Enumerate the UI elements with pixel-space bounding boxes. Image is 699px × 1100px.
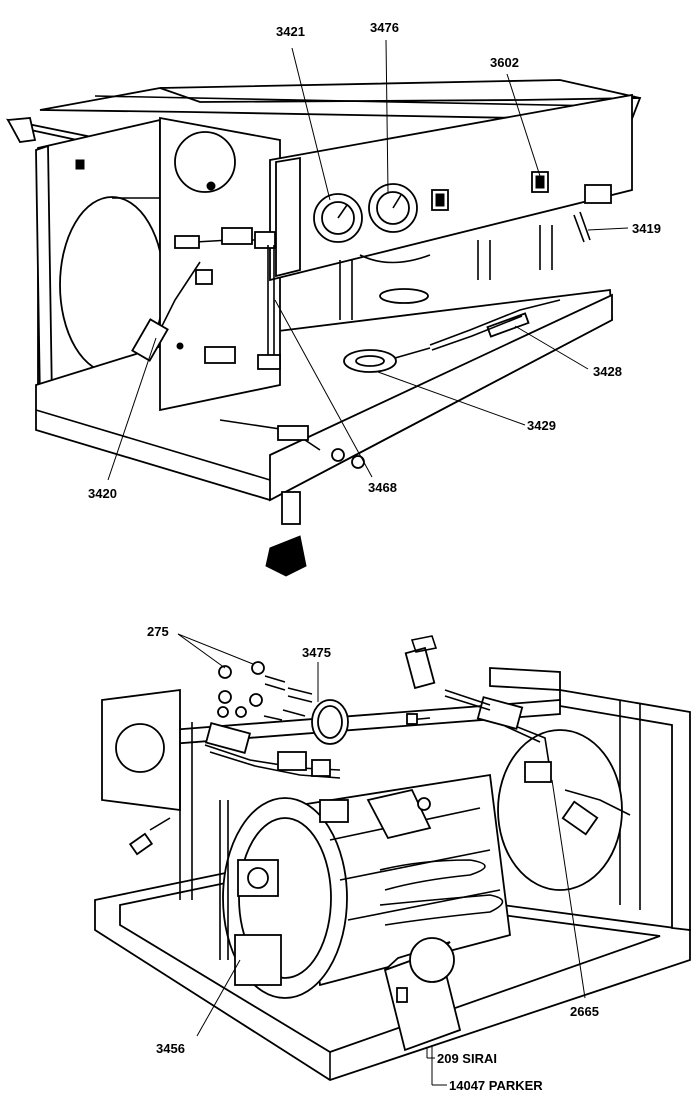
- top-leader-lines: [107, 39, 629, 481]
- callout-3429: 3429: [527, 418, 556, 433]
- callout-3421: 3421: [276, 24, 305, 39]
- bottom-machine-frame: [94, 635, 691, 1081]
- callout-14047-parker: 14047 PARKER: [449, 1078, 543, 1093]
- callout-3456: 3456: [156, 1041, 185, 1056]
- callout-3602: 3602: [490, 55, 519, 70]
- bottom-callout-labels: 275 3475 2665 3456 209 SIRAI 14047 PARKE…: [147, 624, 599, 1093]
- callout-3420: 3420: [88, 486, 117, 501]
- top-machine-frame: [6, 79, 642, 577]
- bottom-leader-lines: [177, 633, 586, 1086]
- callout-275: 275: [147, 624, 169, 639]
- callout-209-sirai: 209 SIRAI: [437, 1051, 497, 1066]
- callout-3475: 3475: [302, 645, 331, 660]
- callout-3468: 3468: [368, 480, 397, 495]
- top-callout-labels: 3421 3476 3602 3419 3428 3429 3468 3420: [88, 20, 661, 501]
- callout-3428: 3428: [593, 364, 622, 379]
- callout-3476: 3476: [370, 20, 399, 35]
- callout-2665: 2665: [570, 1004, 599, 1019]
- callout-3419: 3419: [632, 221, 661, 236]
